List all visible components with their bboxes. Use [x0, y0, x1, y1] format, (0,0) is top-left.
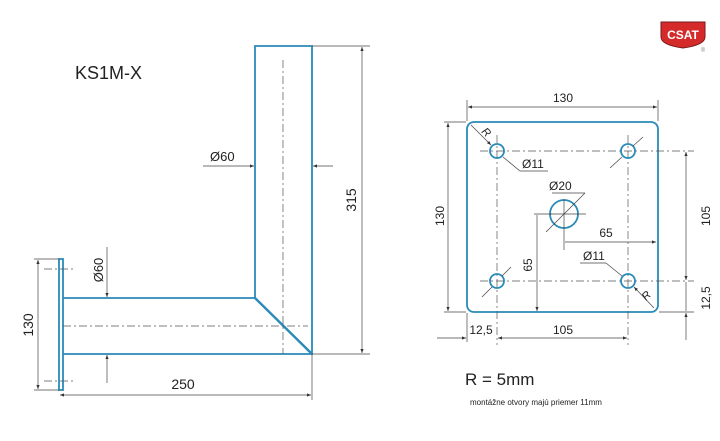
radius-label-top: R [479, 126, 493, 140]
plate-outline [466, 121, 659, 313]
product-title: KS1M-X [75, 63, 142, 83]
registered-mark: ® [701, 47, 706, 54]
hole-spacing-v-label: 105 [699, 206, 713, 226]
height-label: 315 [343, 188, 359, 212]
mounting-hole [489, 273, 505, 289]
edge-offset-bottom-label: 12,5 [469, 323, 493, 337]
csat-logo: CSAT ® [660, 21, 706, 54]
mounting-plate [58, 258, 64, 391]
side-view: Ø60 315 Ø60 130 250 [20, 45, 370, 400]
plate-width-label: 130 [553, 91, 573, 105]
mounting-hole [620, 143, 636, 159]
plate-height-label: 130 [20, 313, 36, 337]
length-label: 250 [171, 376, 195, 392]
plate-height-label: 130 [433, 206, 447, 226]
mounting-hole [489, 143, 505, 159]
center-hole-label: Ø20 [549, 179, 572, 193]
plate-view: 130 130 105 12,5 12,5 105 65 65 Ø20 Ø11 [433, 91, 713, 345]
hole-label-top: Ø11 [522, 157, 544, 171]
hole-label-bottom: Ø11 [583, 249, 605, 263]
mast-diameter-label: Ø60 [210, 149, 235, 164]
center-offset-v-label: 65 [521, 258, 535, 272]
holes-note: montážne otvory majú priemer 11mm [470, 398, 602, 407]
bracket-tube [63, 45, 313, 355]
radius-note: R = 5mm [465, 370, 534, 389]
mounting-hole [620, 273, 636, 289]
center-offset-h-label: 65 [599, 226, 613, 240]
arm-diameter-label: Ø60 [91, 258, 106, 283]
radius-label-bottom: R [640, 289, 654, 303]
logo-text: CSAT [667, 28, 699, 42]
edge-offset-right-label: 12,5 [699, 286, 713, 310]
hole-spacing-h-label: 105 [553, 323, 573, 337]
